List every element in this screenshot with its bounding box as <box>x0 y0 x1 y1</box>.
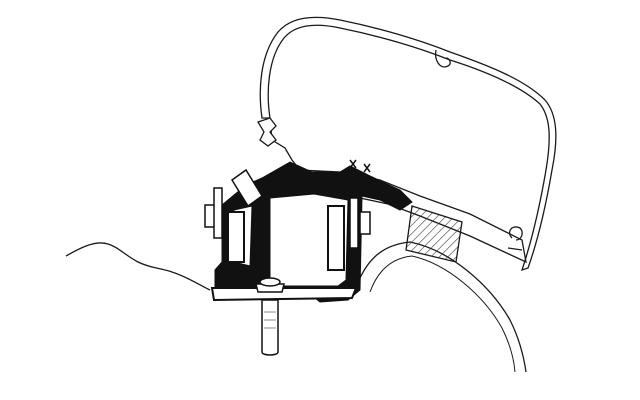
bracket-right-plate <box>327 205 345 271</box>
angled-bolt <box>230 168 264 208</box>
left-bolt-nut <box>213 187 223 239</box>
bottom-bolt-washer <box>259 277 281 287</box>
hatched-spacer <box>405 205 463 263</box>
awning-top-hook <box>434 49 451 68</box>
awning-left-clip <box>257 117 277 147</box>
awning-bottom-hook <box>507 226 523 251</box>
vehicle-roof-left <box>65 242 211 291</box>
vehicle-roof-right-outer <box>354 241 527 373</box>
bracket-base-plate <box>210 287 358 302</box>
right-bolt-nut <box>349 197 359 249</box>
bottom-bolt-shaft <box>261 299 279 356</box>
right-bolt-head <box>359 211 371 235</box>
bottom-bolt-thread <box>264 311 276 329</box>
awning-case-outer <box>259 16 557 272</box>
bracket-top-clips <box>349 159 371 173</box>
vehicle-roof-right-inner <box>369 255 516 373</box>
bracket-left-plate <box>227 211 245 263</box>
